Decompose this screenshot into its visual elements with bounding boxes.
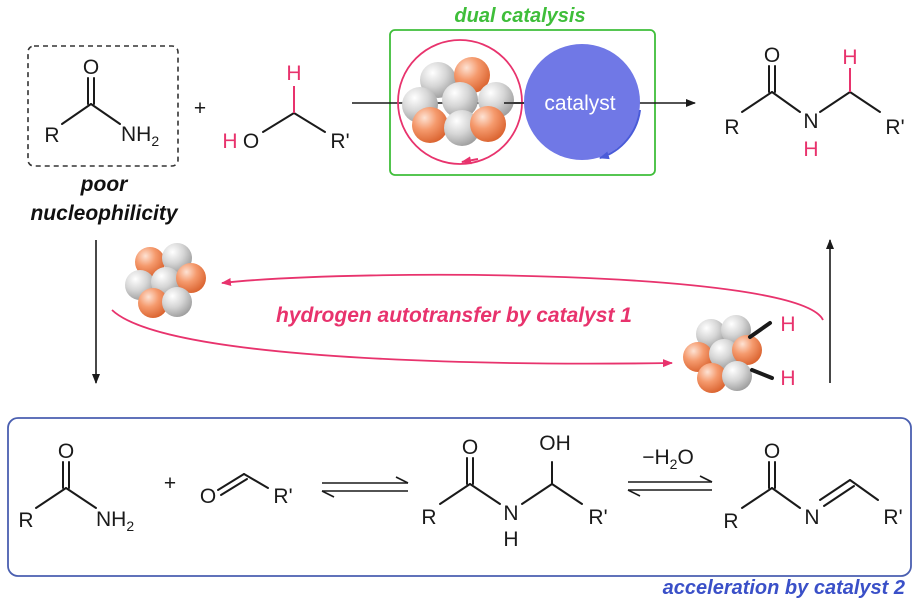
atom-N: N [503,502,518,525]
atom-OH: OH [539,432,571,455]
atom-NH2: NH2 [121,123,159,149]
atom-R-prime: R' [885,116,904,139]
atom-O: O [58,440,74,463]
amide-reactant-top: O R NH2 [27,45,179,167]
catalyst1-cycle-arrow [461,156,479,165]
plus-sign: + [164,472,176,495]
atom-R-prime: R' [883,506,902,529]
atom-O: O [83,56,99,79]
catalyst-label: catalyst [544,92,615,115]
autotransfer-loop-upper [221,273,824,321]
atom-R-prime: R' [588,506,607,529]
atom-R: R [18,509,33,532]
catalyst1-cycle [397,39,523,165]
atom-H-hydroxyl: H [222,130,237,153]
plus-sign: + [194,97,206,120]
autotransfer-loop-lower [111,309,673,368]
catalyst2-cycle-arrow [599,109,641,160]
aldehyde: O R' [200,473,293,508]
atom-O: O [764,44,780,67]
minus-water-label: −H2O [642,446,694,472]
catalyst2-circle [524,44,640,160]
atom-O: O [200,485,216,508]
nucleophilicity-label: nucleophilicity [30,202,178,225]
poor-label: poor [80,173,129,196]
acceleration-label: acceleration by catalyst 2 [663,577,905,599]
atom-H-C: H [842,46,857,69]
atom-N: N [803,110,818,133]
atom-O: O [462,436,478,459]
equilibrium-arrow-2 [627,475,713,497]
atom-R-prime: R' [330,130,349,153]
dashed-box [27,45,179,167]
n-acylimine-intermediate: O R N R' [723,440,902,533]
atom-H: H [780,367,795,390]
alkylated-amide-product: O R N H H R' [724,44,904,161]
metal-cluster-icon [125,243,206,318]
atom-R: R [724,116,739,139]
atom-O-hydroxyl: O [243,130,259,153]
amide-bottom: O R NH2 [18,440,134,534]
acceleration-box [7,417,912,577]
metal-hydride-cluster-icon: H H [683,313,796,393]
atom-NH2: NH2 [96,508,134,534]
atom-H: H [503,528,518,551]
atom-R: R [421,506,436,529]
atom-R-prime: R' [273,485,292,508]
equilibrium-arrow-1 [321,476,409,498]
atom-O: O [764,440,780,463]
atom-N: N [804,506,819,529]
metal-cluster-icon [402,57,514,146]
hydrogen-autotransfer-label: hydrogen autotransfer by catalyst 1 [276,304,632,327]
atom-R: R [723,510,738,533]
alcohol-reactant: H H O R' [222,62,349,153]
hemiaminal-intermediate: O OH R N H R' [421,432,607,551]
dual-catalysis-label: dual catalysis [454,5,585,27]
atom-H-alpha: H [286,62,301,85]
atom-H: H [780,313,795,336]
atom-H-N: H [803,138,818,161]
atom-R: R [44,124,59,147]
